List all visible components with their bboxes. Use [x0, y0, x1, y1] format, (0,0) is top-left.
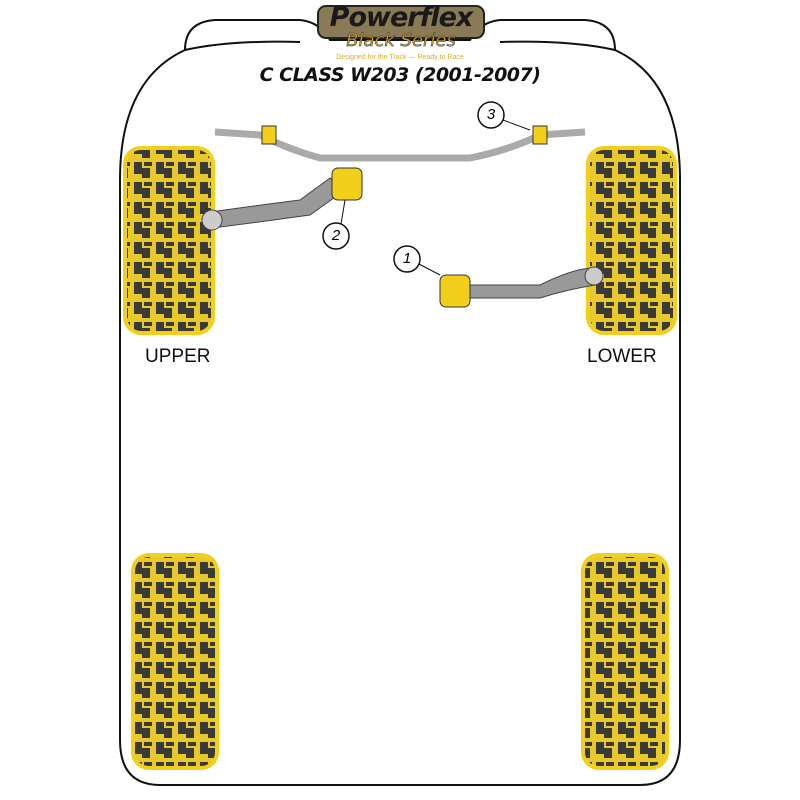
logo-badge	[317, 5, 485, 39]
callout-1: 1	[402, 250, 412, 267]
callout-2: 2	[331, 227, 341, 244]
logo-series: Black Series	[346, 30, 456, 51]
label-upper: UPPER	[145, 346, 211, 367]
tyre-rear-right	[581, 553, 669, 770]
bushing-1	[439, 274, 471, 308]
bushing-3-right	[532, 125, 548, 145]
logo-tagline: Designed for the Track — Ready to Race	[336, 54, 464, 61]
powerflex-logo: Powerflex Black Series	[316, 4, 486, 52]
tyre-front-right	[586, 146, 677, 335]
bushing-2	[331, 167, 363, 201]
callout-3: 3	[486, 106, 496, 123]
tyre-rear-left	[131, 553, 219, 770]
label-lower: LOWER	[587, 346, 657, 367]
bushing-3-left	[261, 125, 277, 145]
page-title: C CLASS W203 (2001-2007)	[259, 64, 541, 86]
logo-brand: Powerflex	[329, 2, 474, 33]
tyre-front-left	[123, 146, 215, 335]
